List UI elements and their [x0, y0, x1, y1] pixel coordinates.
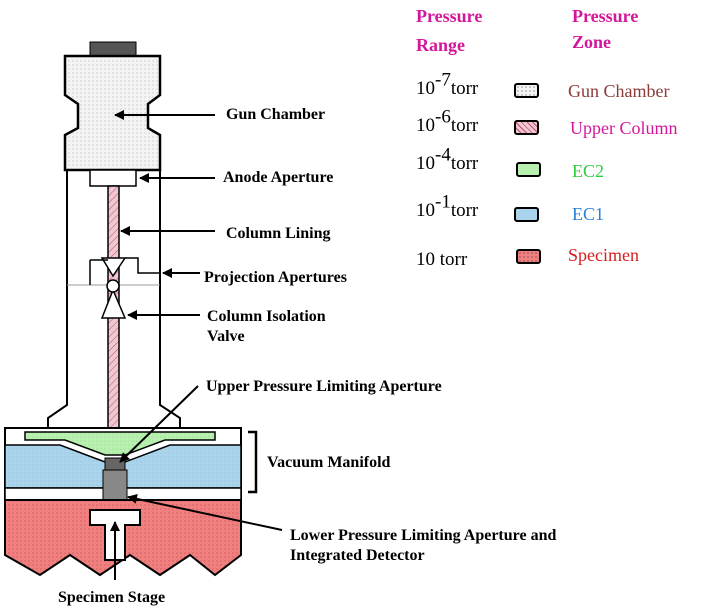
- anode-aperture-shape: [89, 169, 137, 187]
- legend-zone-header-1: Pressure: [572, 6, 639, 26]
- label-lower-pla-2: Integrated Detector: [290, 547, 425, 564]
- pressure-range: 10-1torr: [416, 191, 479, 221]
- upper-column-lining: [107, 185, 120, 467]
- label-column-isolation-valve-1: Column Isolation: [207, 308, 326, 325]
- gun-chamber-swatch: [514, 83, 539, 98]
- specimen-swatch: [516, 249, 541, 264]
- label-vacuum-manifold: Vacuum Manifold: [267, 454, 391, 471]
- projection-apertures-shape: [89, 257, 160, 319]
- ec2-swatch: [516, 162, 541, 177]
- legend-range-header-1: Pressure: [416, 6, 483, 26]
- integrated-detector-shape: [102, 469, 128, 501]
- upper-column-swatch: [514, 120, 539, 135]
- pressure-range: 10 torr: [416, 249, 468, 270]
- pressure-range: 10-7torr: [416, 69, 479, 99]
- label-column-lining: Column Lining: [226, 225, 331, 242]
- zone-upper-column: Upper Column: [570, 118, 678, 138]
- label-specimen-stage: Specimen Stage: [58, 589, 166, 606]
- label-lower-pla-1: Lower Pressure Limiting Aperture and: [290, 527, 557, 544]
- zone-gun-chamber: Gun Chamber: [568, 81, 670, 101]
- vacuum-manifold-bracket: [248, 430, 258, 494]
- label-projection-apertures: Projection Apertures: [204, 269, 347, 286]
- label-upper-pressure-limiting-aperture: Upper Pressure Limiting Aperture: [206, 378, 442, 395]
- gun-chamber-shape: [63, 54, 162, 172]
- arrow-lower-pla: [127, 493, 283, 531]
- legend-zone-header-2: Zone: [572, 32, 612, 52]
- legend-range-header-2: Range: [416, 35, 465, 55]
- leader-arrows: [110, 110, 283, 580]
- label-column-isolation-valve-2: Valve: [207, 328, 245, 345]
- gun-top-cap: [89, 41, 137, 57]
- label-gun-chamber: Gun Chamber: [226, 106, 326, 123]
- pressure-range: 10-4torr: [416, 144, 479, 174]
- zone-specimen: Specimen: [568, 245, 639, 265]
- label-anode-aperture: Anode Aperture: [223, 169, 334, 186]
- zone-ec2: EC2: [572, 161, 605, 181]
- ec1-swatch: [514, 207, 539, 222]
- pressure-range: 10-6torr: [416, 106, 479, 136]
- arrow-upper-pla: [119, 385, 199, 463]
- zone-ec1: EC1: [572, 204, 605, 224]
